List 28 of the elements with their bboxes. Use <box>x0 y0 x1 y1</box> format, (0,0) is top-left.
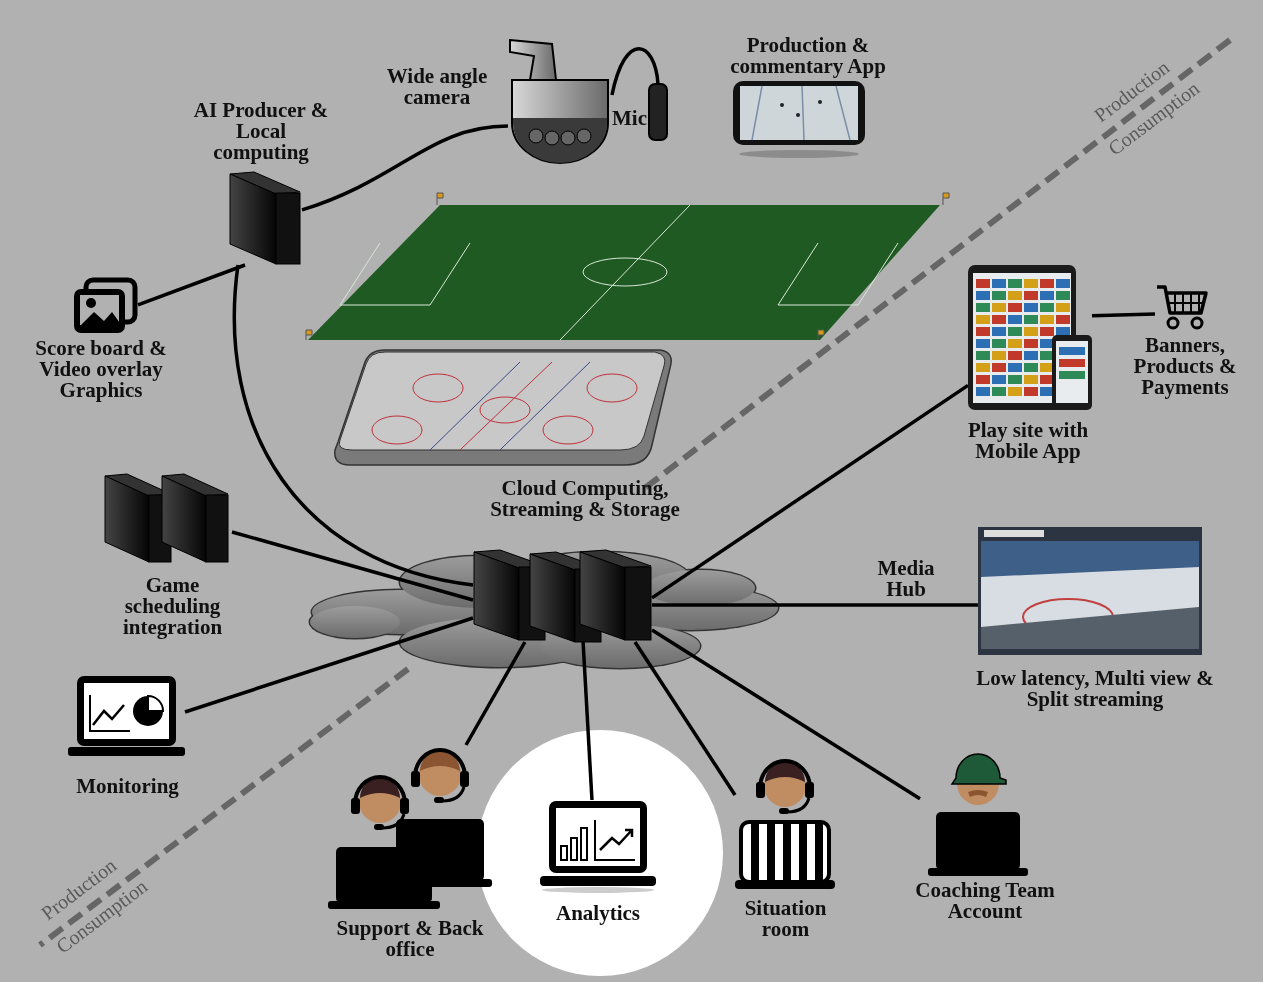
connector-line <box>652 603 978 607</box>
node-label: Coaching Team Account <box>914 880 1056 922</box>
node-label: Analytics <box>555 903 641 924</box>
node-label: Play site with Mobile App <box>966 420 1090 462</box>
node-label: Cloud Computing, Streaming & Storage <box>489 478 681 520</box>
node-label: Support & Back office <box>335 918 485 960</box>
node-label: Score board & Video overlay Graphics <box>34 338 168 401</box>
node-label: Game scheduling integration <box>121 575 224 638</box>
node-label: Low latency, Multi view & Split streaming <box>975 668 1215 710</box>
connector-line <box>464 641 527 746</box>
node-label: Wide angle camera <box>385 66 489 108</box>
connector-line <box>232 264 474 587</box>
connector-line <box>633 641 737 796</box>
node-label: Situation room <box>743 898 828 940</box>
node-label: Production & commentary App <box>729 35 887 77</box>
node-label: Monitoring <box>75 776 180 797</box>
connector-line <box>581 641 594 801</box>
connector-line <box>651 383 969 600</box>
node-label: Banners, Products & Payments <box>1132 335 1238 398</box>
connector-line <box>301 124 509 212</box>
connector-line <box>184 616 474 714</box>
node-label: Mic <box>611 108 648 129</box>
node-label: AI Producer & Local computing <box>192 100 330 163</box>
connector-line <box>610 47 660 96</box>
connector-line <box>137 263 246 307</box>
connector-line <box>1091 312 1156 318</box>
connector-line <box>231 530 474 602</box>
connector-line <box>651 628 921 801</box>
